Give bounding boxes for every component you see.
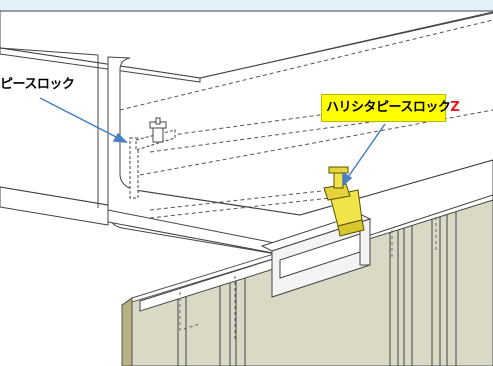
hidden-lines (119, 19, 493, 219)
piece-lock-z-callout: ハリシタピースロックZ (321, 94, 460, 122)
callout-arrows (39, 97, 386, 187)
c-channel (260, 213, 372, 298)
h-beam (0, 10, 493, 259)
piece-lock-z-clip (323, 166, 365, 237)
left-piece-lock-clip (129, 117, 176, 199)
callout-main-text: ハリシタピースロック (326, 100, 451, 115)
callout-suffix-text: Z (450, 100, 460, 115)
piece-lock-label: ピースロック (0, 77, 75, 92)
background-strip (0, 0, 493, 11)
